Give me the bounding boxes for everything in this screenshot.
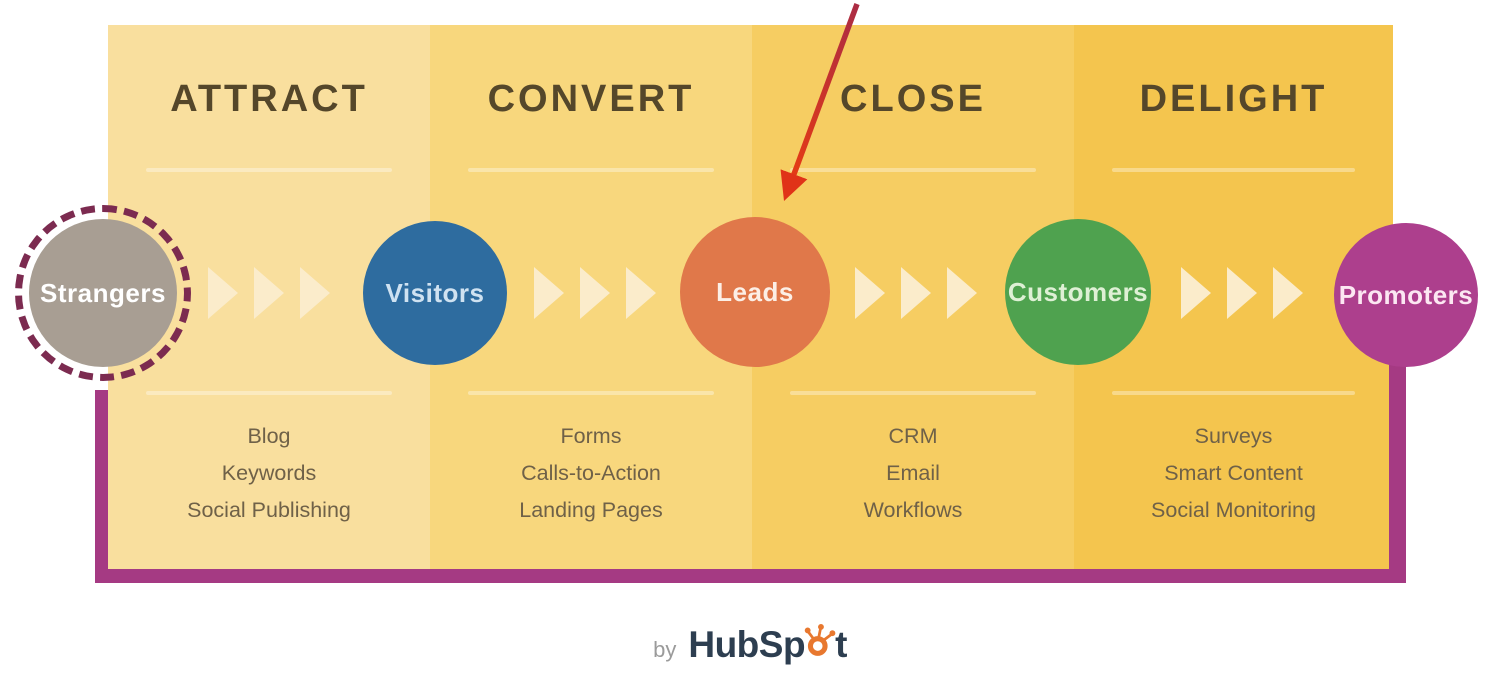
chevron-right-icon — [534, 267, 564, 319]
chevron-right-icon — [208, 267, 238, 319]
flow-chevrons-leads-to-customers — [855, 267, 977, 319]
persona-label: Visitors — [385, 277, 485, 308]
chevron-right-icon — [947, 267, 977, 319]
flow-chevrons-visitors-to-leads — [534, 267, 656, 319]
persona-promoters: Promoters — [1334, 223, 1478, 367]
hubspot-logo: HubSp t — [688, 624, 847, 666]
tool-item: CRM — [888, 424, 938, 448]
panel-divider — [790, 391, 1036, 395]
panel-divider — [468, 168, 714, 172]
tool-item: Calls-to-Action — [521, 461, 661, 485]
tool-item: Email — [886, 461, 940, 485]
tool-item: Landing Pages — [519, 498, 663, 522]
flow-chevrons-customers-to-promoters — [1181, 267, 1303, 319]
stage-heading-close: CLOSE — [840, 78, 986, 120]
stage-heading-convert: CONVERT — [487, 78, 695, 120]
persona-customers: Customers — [1005, 219, 1151, 365]
tool-item: Smart Content — [1164, 461, 1303, 485]
flow-line-bottom — [95, 569, 1406, 583]
panel-divider — [790, 168, 1036, 172]
persona-label: Customers — [1007, 276, 1149, 307]
tool-item: Workflows — [863, 498, 963, 522]
panel-divider — [468, 391, 714, 395]
strangers-dashed-ring — [15, 205, 191, 381]
chevron-right-icon — [580, 267, 610, 319]
tool-item: Social Publishing — [187, 498, 351, 522]
tool-item: Blog — [247, 424, 291, 448]
panel-divider — [146, 168, 392, 172]
flow-line-right — [1389, 362, 1406, 583]
panel-divider — [146, 391, 392, 395]
stage-heading-attract: ATTRACT — [170, 78, 368, 120]
persona-visitors: Visitors — [363, 221, 507, 365]
stage-tools-convert: Forms Calls-to-Action Landing Pages — [430, 418, 752, 529]
persona-label: Strangers — [40, 277, 166, 308]
stage-tools-delight: Surveys Smart Content Social Monitoring — [1074, 418, 1393, 529]
tool-item: Surveys — [1194, 424, 1273, 448]
annotation-arrow-to-leads — [780, 3, 860, 202]
panel-divider — [1112, 391, 1355, 395]
stage-tools-close: CRM Email Workflows — [752, 418, 1074, 529]
stage-tools-attract: Blog Keywords Social Publishing — [108, 418, 430, 529]
chevron-right-icon — [1273, 267, 1303, 319]
chevron-right-icon — [626, 267, 656, 319]
chevron-right-icon — [1227, 267, 1257, 319]
by-label: by — [653, 637, 677, 662]
chevron-right-icon — [254, 267, 284, 319]
tool-item: Keywords — [221, 461, 317, 485]
panel-divider — [1112, 168, 1355, 172]
chevron-right-icon — [855, 267, 885, 319]
persona-label: Promoters — [1338, 279, 1474, 310]
hubspot-sprocket-icon — [804, 624, 836, 656]
chevron-right-icon — [901, 267, 931, 319]
tool-item: Forms — [560, 424, 622, 448]
persona-strangers: Strangers — [29, 219, 177, 367]
tool-item: Social Monitoring — [1151, 498, 1316, 522]
footer-credit: by HubSp t — [0, 624, 1500, 666]
persona-leads: Leads — [680, 217, 830, 367]
flow-line-left — [95, 390, 108, 583]
hubspot-logo-text-left: HubSp — [688, 624, 806, 665]
persona-label: Leads — [716, 276, 794, 307]
chevron-right-icon — [1181, 267, 1211, 319]
chevron-right-icon — [300, 267, 330, 319]
stage-heading-delight: DELIGHT — [1139, 78, 1328, 120]
hubspot-logo-text-right: t — [835, 624, 847, 665]
flow-chevrons-strangers-to-visitors — [208, 267, 330, 319]
